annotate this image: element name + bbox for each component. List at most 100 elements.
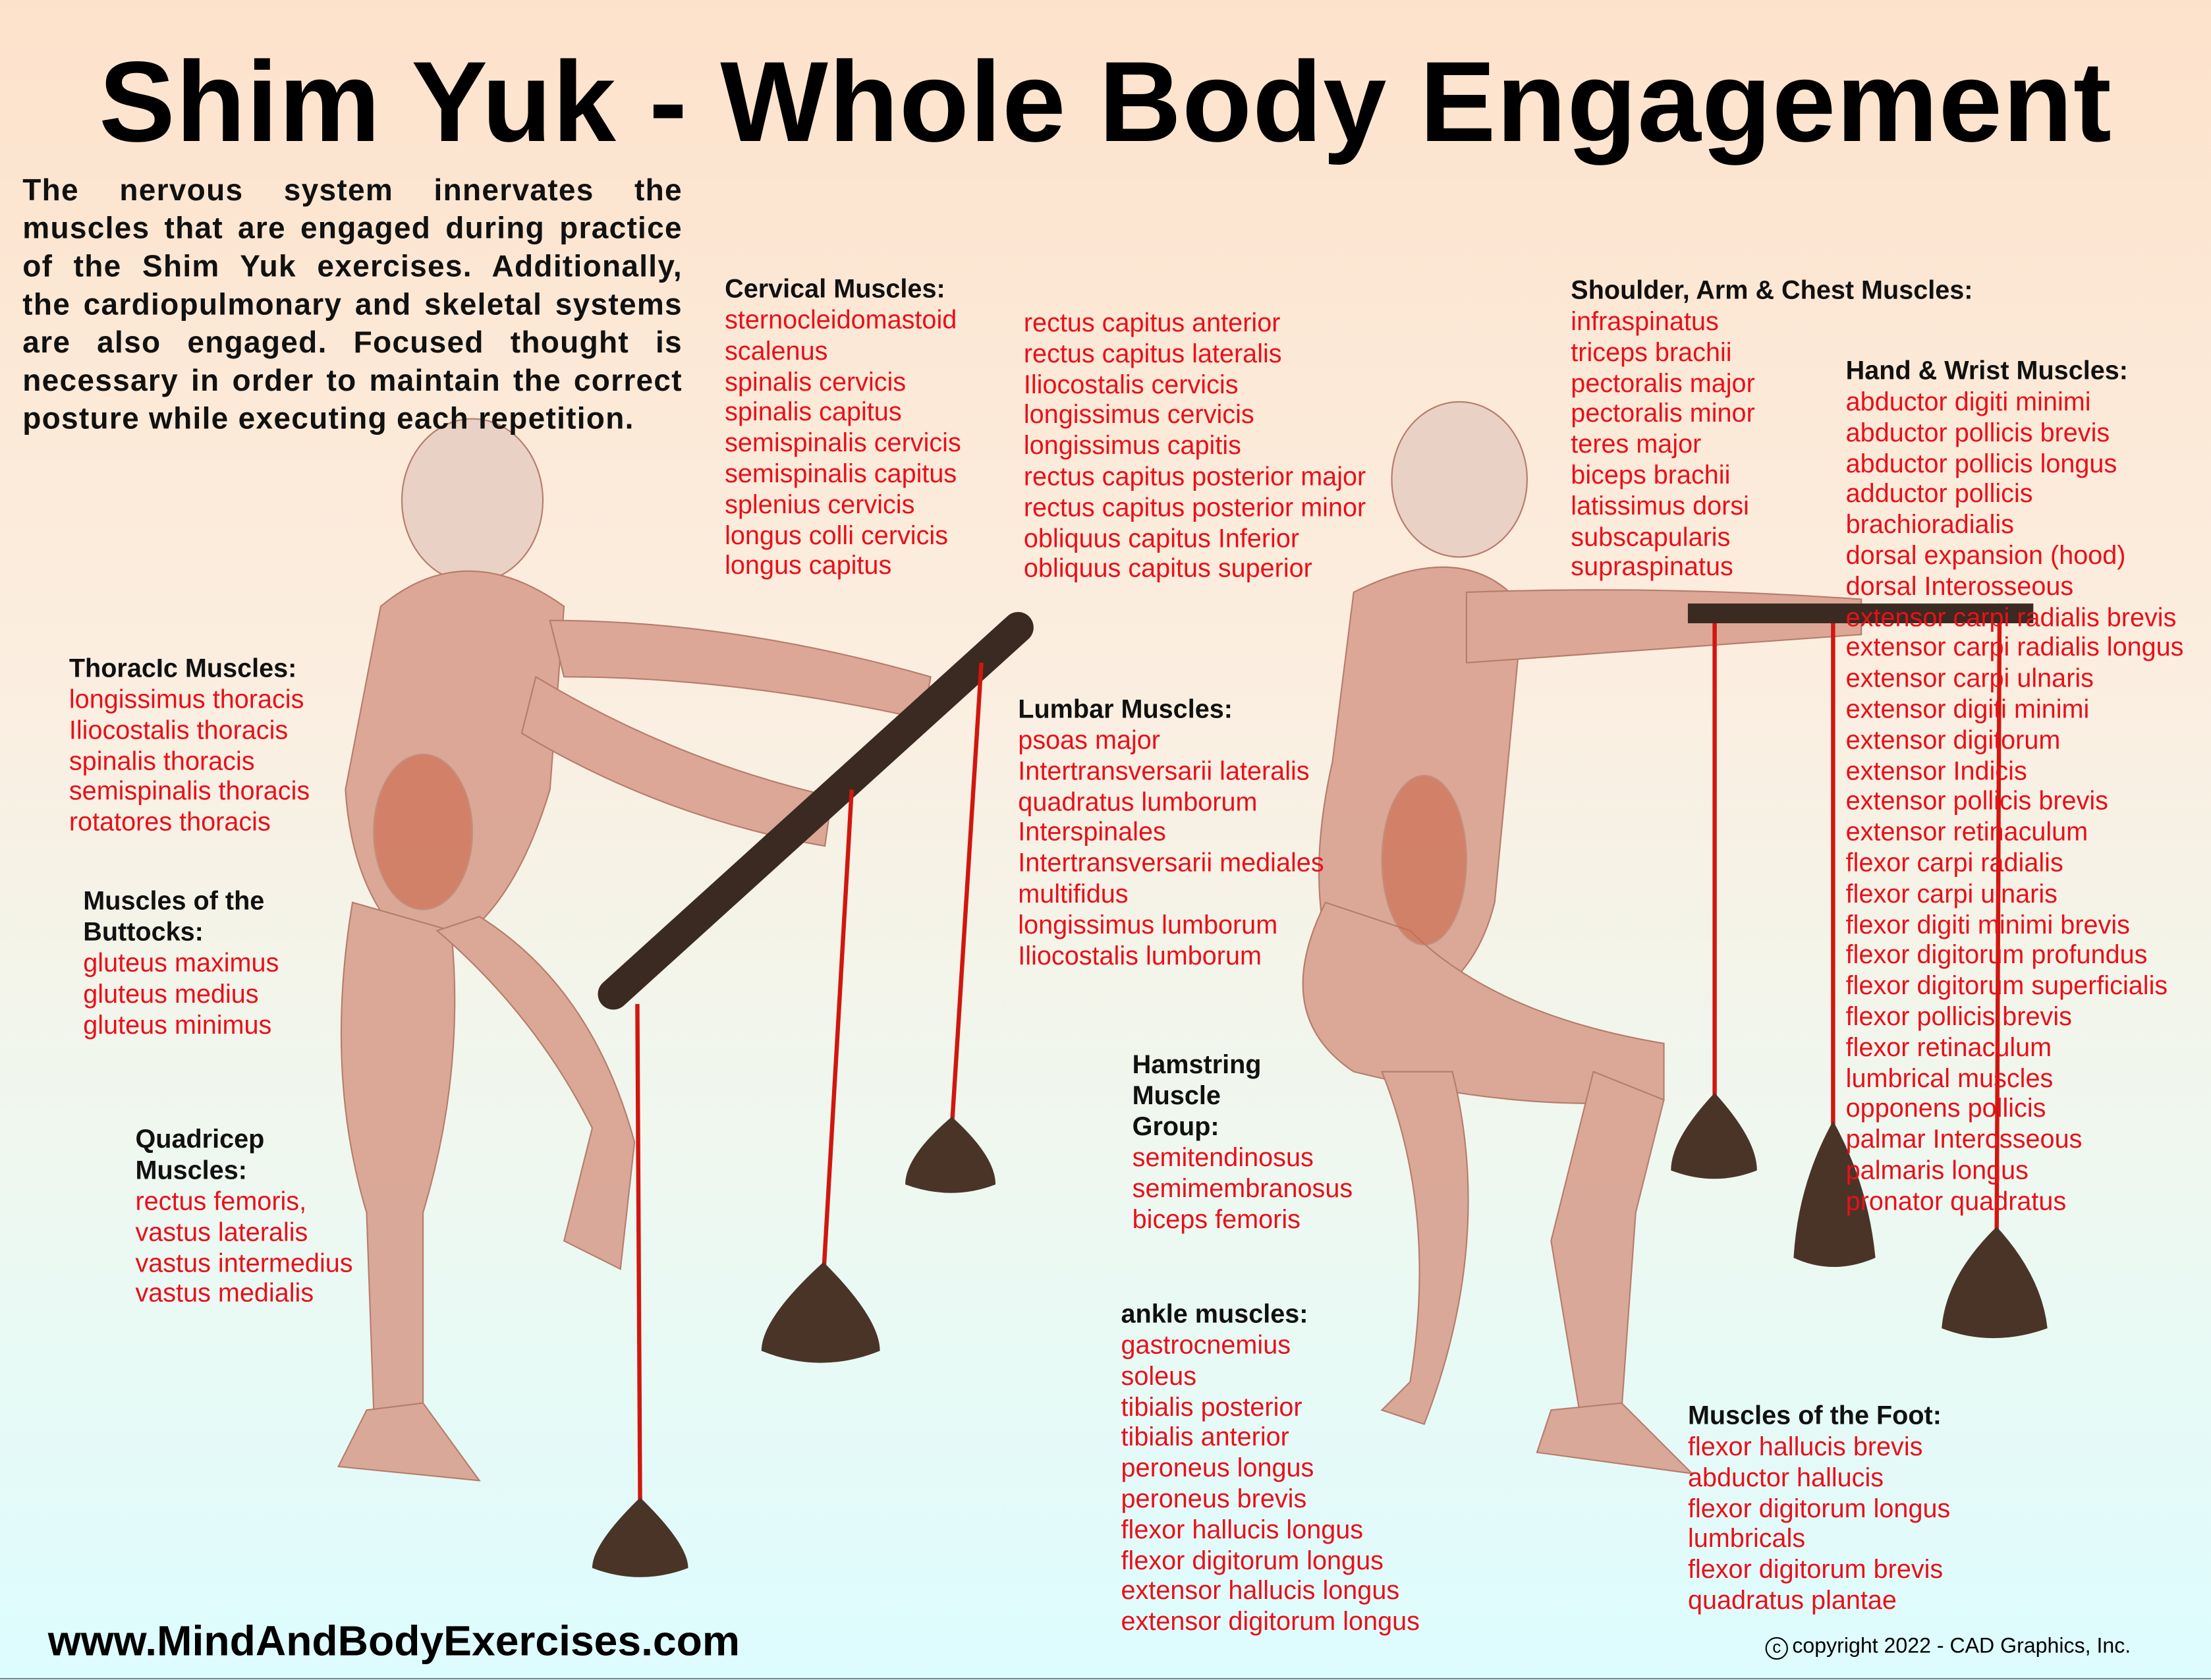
muscle-item: extensor retinaculum bbox=[1845, 816, 2088, 847]
left-figure bbox=[337, 418, 932, 1482]
muscle-item: extensor carpi radialis longus bbox=[1845, 632, 2184, 662]
muscle-item: lumbricals bbox=[1687, 1523, 1806, 1554]
muscle-item: longus colli cervicis bbox=[725, 519, 949, 549]
muscle-item: opponens pollicis bbox=[1845, 1093, 2046, 1123]
group-heading: Muscles: bbox=[135, 1154, 247, 1185]
muscle-item: flexor hallucis brevis bbox=[1687, 1431, 1923, 1461]
muscle-item: extensor carpi ulnaris bbox=[1845, 663, 2094, 693]
muscle-item: rectus capitus lateralis bbox=[1023, 338, 1282, 368]
muscle-item: extensor pollicis brevis bbox=[1845, 785, 2108, 816]
muscle-item: lumbrical muscles bbox=[1845, 1062, 2054, 1092]
muscle-item: Intertransversarii mediales bbox=[1018, 847, 1324, 878]
muscle-item: semispinalis cervicis bbox=[725, 427, 961, 457]
hand-muscle-group: Hand & Wrist Muscles:abductor digiti min… bbox=[1846, 355, 2184, 1216]
group-heading: Muscles of the bbox=[83, 885, 265, 916]
foot-muscle-group: Muscles of the Foot:flexor hallucis brev… bbox=[1688, 1400, 1950, 1615]
muscle-item: dorsal expansion (hood) bbox=[1845, 540, 2126, 570]
muscle-item: longissimus lumborum bbox=[1018, 909, 1278, 939]
intro-paragraph: The nervous system innervates the muscle… bbox=[22, 173, 683, 436]
muscle-item: rectus femoris, bbox=[135, 1185, 307, 1216]
muscle-item: extensor digiti minimi bbox=[1845, 693, 2090, 723]
group-heading: Lumbar Muscles: bbox=[1018, 694, 1233, 723]
left-pole bbox=[598, 611, 1034, 1516]
muscle-item: multifidus bbox=[1018, 878, 1129, 909]
muscle-item: flexor carpi ulnaris bbox=[1845, 878, 2057, 908]
muscle-item: obliquus capitus Inferior bbox=[1023, 522, 1300, 553]
muscle-item: palmaris longus bbox=[1845, 1154, 2029, 1185]
group-heading: Cervical Muscles: bbox=[725, 273, 945, 304]
muscle-item: Iliocostalis cervicis bbox=[1023, 368, 1239, 399]
muscle-item: semimembranosus bbox=[1132, 1173, 1353, 1203]
muscle-item: gastrocnemius bbox=[1121, 1330, 1291, 1360]
muscle-item: extensor Indicis bbox=[1845, 755, 2027, 785]
muscle-item: Iliocostalis thoracis bbox=[69, 714, 289, 744]
group-heading: ankle muscles: bbox=[1121, 1299, 1308, 1329]
muscle-item: gluteus minimus bbox=[83, 1009, 272, 1039]
muscle-item: spinalis cervicis bbox=[725, 366, 907, 396]
muscle-item: flexor retinaculum bbox=[1845, 1032, 2052, 1062]
muscle-item: scalenus bbox=[725, 335, 828, 365]
copyright-text: copyright 2022 - CAD Graphics, Inc. bbox=[1792, 1634, 2131, 1658]
muscle-item: tibialis anterior bbox=[1121, 1422, 1289, 1452]
muscle-item: abductor hallucis bbox=[1687, 1462, 1884, 1492]
group-heading: ThoracIc Muscles: bbox=[69, 652, 297, 683]
muscle-item: flexor hallucis longus bbox=[1121, 1514, 1364, 1544]
muscle-item: rectus capitus posterior major bbox=[1023, 461, 1366, 491]
muscle-item: rectus capitus anterior bbox=[1023, 307, 1281, 337]
muscle-item: extensor hallucis longus bbox=[1121, 1575, 1400, 1606]
muscle-item: supraspinatus bbox=[1571, 551, 1733, 582]
right-figure bbox=[1302, 401, 1862, 1475]
muscle-item: flexor pollicis brevis bbox=[1845, 1001, 2072, 1031]
muscle-item: flexor digitorum profundus bbox=[1845, 939, 2148, 970]
right-pole bbox=[1687, 603, 2034, 1234]
muscle-item: flexor digitorum superficialis bbox=[1845, 970, 2168, 1000]
muscle-item: longissimus cervicis bbox=[1023, 399, 1254, 430]
muscle-item: longissimus thoracis bbox=[69, 684, 304, 714]
muscle-item: subscapularis bbox=[1571, 521, 1731, 551]
muscle-item: peroneus brevis bbox=[1121, 1483, 1307, 1513]
muscle-item: psoas major bbox=[1018, 725, 1160, 755]
copyright-symbol: c bbox=[1765, 1637, 1788, 1660]
group-heading: Hamstring bbox=[1132, 1049, 1262, 1079]
muscle-item: flexor digitorum brevis bbox=[1687, 1554, 1944, 1584]
muscle-item: soleus bbox=[1121, 1360, 1197, 1390]
muscle-item: gluteus maximus bbox=[83, 947, 279, 978]
group-heading: Group: bbox=[1132, 1111, 1219, 1141]
muscle-item: abductor pollicis brevis bbox=[1845, 417, 2110, 447]
muscle-item: longissimus capitis bbox=[1023, 430, 1241, 461]
muscle-item: sternocleidomastoid bbox=[725, 304, 957, 335]
muscle-item: Interspinales bbox=[1018, 817, 1166, 847]
muscle-item: flexor digitorum longus bbox=[1687, 1492, 1951, 1523]
muscle-item: pronator quadratus bbox=[1845, 1185, 2067, 1216]
muscle-item: spinalis thoracis bbox=[69, 745, 255, 775]
muscle-item: palmar Interosseous bbox=[1845, 1124, 2083, 1154]
muscle-item: semispinalis thoracis bbox=[69, 776, 310, 806]
muscle-item: biceps femoris bbox=[1132, 1203, 1301, 1233]
group-heading: Hand & Wrist Muscles: bbox=[1845, 355, 2128, 385]
muscle-item: vastus lateralis bbox=[135, 1216, 308, 1246]
muscle-item: flexor carpi radialis bbox=[1845, 847, 2063, 878]
muscle-item: dorsal Interosseous bbox=[1845, 571, 2074, 601]
muscle-item: semitendinosus bbox=[1132, 1142, 1314, 1172]
muscle-item: semispinalis capitus bbox=[725, 458, 957, 488]
muscle-item: extensor digitorum longus bbox=[1121, 1606, 1420, 1637]
group-heading: Muscles of the Foot: bbox=[1687, 1400, 1942, 1430]
muscle-item: infraspinatus bbox=[1571, 306, 1719, 336]
muscle-item: adductor pollicis bbox=[1845, 478, 2033, 509]
muscle-item: triceps brachii bbox=[1571, 337, 1732, 367]
muscle-item: obliquus capitus superior bbox=[1023, 553, 1312, 583]
muscle-item: gluteus medius bbox=[83, 978, 259, 1008]
muscle-item: abductor digiti minimi bbox=[1845, 386, 2091, 416]
website-link[interactable]: www.MindAndBodyExercises.com bbox=[47, 1619, 740, 1666]
muscle-item: tibialis posterior bbox=[1121, 1391, 1302, 1421]
